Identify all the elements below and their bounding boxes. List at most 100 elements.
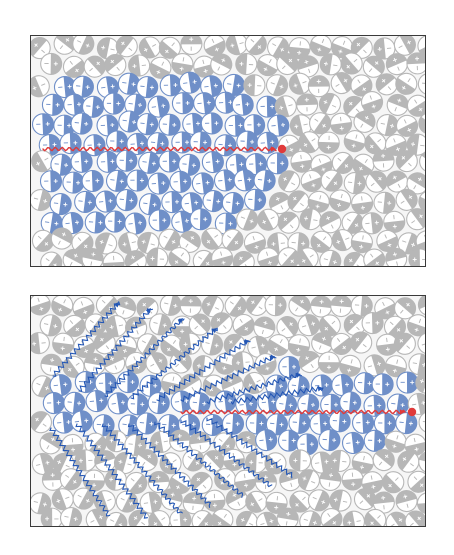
svg-text:−: − xyxy=(378,299,389,308)
aligned-particle: +− xyxy=(49,193,72,216)
svg-text:+: + xyxy=(99,453,109,461)
svg-text:+: + xyxy=(135,481,145,491)
aligned-particle: +− xyxy=(182,112,205,135)
svg-text:−: − xyxy=(367,179,377,190)
svg-text:+: + xyxy=(314,79,323,84)
svg-text:−: − xyxy=(366,474,377,481)
svg-text:+: + xyxy=(162,461,171,471)
svg-text:−: − xyxy=(407,459,417,470)
aligned-particle: +− xyxy=(70,410,93,433)
svg-text:+: + xyxy=(160,101,166,111)
random-particle: +− xyxy=(384,430,407,453)
svg-text:−: − xyxy=(213,64,224,73)
aligned-particle: +− xyxy=(245,412,268,435)
radiation-wave-down xyxy=(154,421,244,498)
svg-text:+: + xyxy=(73,138,78,147)
svg-text:+: + xyxy=(248,399,254,409)
svg-text:+: + xyxy=(357,179,363,189)
aligned-particle: +− xyxy=(266,152,289,175)
svg-text:+: + xyxy=(396,515,405,525)
svg-text:−: − xyxy=(148,359,157,370)
svg-text:−: − xyxy=(119,155,124,165)
svg-text:−: − xyxy=(143,498,150,509)
svg-text:−: − xyxy=(421,160,426,170)
svg-text:−: − xyxy=(367,400,372,410)
svg-text:−: − xyxy=(54,238,65,247)
aligned-particle: +− xyxy=(39,170,63,193)
svg-text:−: − xyxy=(77,299,88,307)
svg-text:−: − xyxy=(398,197,408,208)
svg-text:−: − xyxy=(378,162,388,168)
svg-text:+: + xyxy=(66,417,72,426)
svg-text:−: − xyxy=(65,259,76,267)
svg-text:−: − xyxy=(151,102,157,113)
svg-text:+: + xyxy=(312,203,322,210)
random-particle: +− xyxy=(406,52,425,75)
random-particle: +− xyxy=(265,74,289,97)
svg-text:+: + xyxy=(248,499,257,509)
svg-text:+: + xyxy=(128,253,138,262)
svg-text:+: + xyxy=(97,335,107,344)
svg-text:+: + xyxy=(284,472,294,479)
svg-text:+: + xyxy=(247,80,252,89)
aligned-particle: +− xyxy=(116,371,139,394)
svg-text:−: − xyxy=(126,459,133,470)
svg-text:+: + xyxy=(182,340,188,350)
svg-text:−: − xyxy=(141,60,147,71)
svg-text:+: + xyxy=(383,347,393,353)
svg-text:−: − xyxy=(128,98,134,109)
svg-text:−: − xyxy=(173,176,179,186)
svg-text:+: + xyxy=(390,224,400,230)
aligned-particle: +− xyxy=(63,391,86,414)
aligned-particle: +− xyxy=(244,153,267,176)
svg-text:+: + xyxy=(235,419,240,428)
svg-text:−: − xyxy=(291,304,302,314)
svg-text:−: − xyxy=(87,316,97,327)
svg-text:+: + xyxy=(48,435,58,444)
random-particle: +− xyxy=(83,353,106,376)
svg-text:−: − xyxy=(303,67,314,75)
svg-text:+: + xyxy=(85,82,91,91)
svg-text:−: − xyxy=(159,513,169,524)
svg-text:+: + xyxy=(287,319,296,329)
random-particle: +− xyxy=(311,332,334,355)
svg-text:+: + xyxy=(268,516,276,526)
svg-text:−: − xyxy=(217,175,223,185)
svg-text:+: + xyxy=(386,199,392,208)
charged-particle-track xyxy=(180,409,406,415)
aligned-particle: +− xyxy=(96,114,119,137)
aligned-particle: +− xyxy=(341,431,365,455)
svg-text:−: − xyxy=(375,379,380,389)
aligned-particle: +− xyxy=(318,428,341,452)
svg-text:−: − xyxy=(291,237,297,247)
svg-text:+: + xyxy=(356,164,366,173)
svg-text:+: + xyxy=(189,495,198,501)
svg-text:+: + xyxy=(107,354,117,362)
svg-text:+: + xyxy=(324,365,333,370)
random-particle: +− xyxy=(393,332,416,355)
random-particle: +− xyxy=(31,452,54,476)
random-particle: +− xyxy=(309,36,333,57)
svg-text:+: + xyxy=(223,441,233,451)
svg-text:+: + xyxy=(185,99,190,108)
svg-text:+: + xyxy=(42,239,52,249)
svg-text:+: + xyxy=(410,139,416,149)
svg-text:−: − xyxy=(139,336,148,347)
svg-text:−: − xyxy=(419,140,425,151)
svg-text:+: + xyxy=(129,319,139,327)
aligned-particle: +− xyxy=(53,76,77,99)
random-particle: +− xyxy=(406,133,425,156)
svg-text:−: − xyxy=(165,197,170,207)
svg-text:+: + xyxy=(382,308,392,316)
svg-text:+: + xyxy=(257,195,262,204)
svg-text:−: − xyxy=(121,376,126,386)
random-particle: +− xyxy=(128,54,151,77)
svg-text:+: + xyxy=(409,240,417,250)
svg-text:+: + xyxy=(278,45,287,55)
aligned-particle: +− xyxy=(63,93,86,116)
svg-text:−: − xyxy=(44,58,49,68)
random-particle: +− xyxy=(330,72,353,95)
svg-text:+: + xyxy=(127,499,135,509)
random-particle: +− xyxy=(268,191,292,215)
svg-text:−: − xyxy=(142,198,148,209)
